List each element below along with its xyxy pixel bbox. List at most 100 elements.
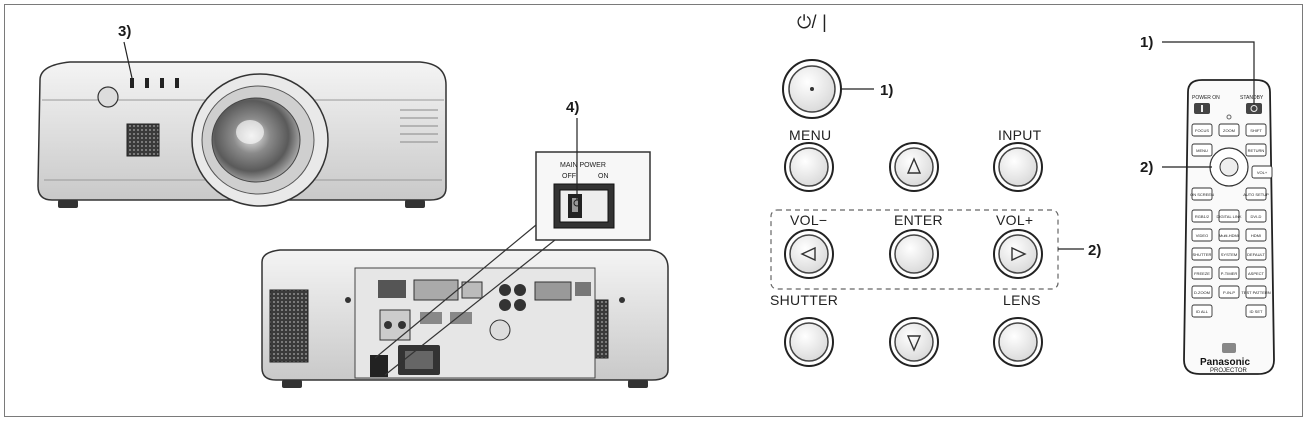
menu-label: MENU [789,127,831,143]
svg-text:SHIFT: SHIFT [1250,128,1262,133]
callout-2-remote: 2) [1140,159,1153,176]
projector-front-view [37,61,447,208]
remote-nav-pad[interactable] [1209,147,1249,187]
callout-1-remote: 1) [1140,34,1153,51]
callout-3-leader [123,41,133,79]
projector-rear-view [261,249,669,388]
callout-2-panel: 2) [1088,242,1101,259]
input-button[interactable] [993,142,1043,192]
remote-key-digital-link[interactable]: DIGITAL LINK [1216,209,1242,223]
main-power-on-label: ON [598,173,609,180]
callout-1-panel: 1) [880,82,893,99]
zoom-line-upper [374,224,537,359]
down-triangle-icon [906,335,922,352]
power-button[interactable] [782,59,842,119]
remote-key-default[interactable]: DEFAULT [1245,247,1267,261]
power-symbol-label: ⏻/ | [797,12,827,32]
callout-1-remote-leader [1162,41,1255,104]
svg-text:DEFAULT: DEFAULT [1247,252,1265,257]
svg-text:RGB1/2: RGB1/2 [1195,214,1210,219]
enter-label: ENTER [894,212,943,228]
svg-text:P-IN-P: P-IN-P [1223,290,1235,295]
remote-key-rgb1-2[interactable]: RGB1/2 [1191,209,1213,223]
svg-text:SHUTTER: SHUTTER [1193,252,1212,257]
remote-standby-label: STANDBY [1240,95,1264,101]
menu-button[interactable] [784,142,834,192]
remote-key-id-set[interactable]: ID SET [1245,304,1267,318]
svg-text:DIGITAL LINK: DIGITAL LINK [1216,214,1241,219]
remote-key-grid: FOCUS ZOOM SHIFT MENU RETURN VOL+ ON SCREEN AUT… [1190,123,1273,318]
remote-key-p-in-p[interactable]: P-IN-P [1218,285,1240,299]
vol-plus-button[interactable] [993,229,1043,279]
shutter-label: SHUTTER [770,292,838,308]
up-triangle-icon [906,157,922,174]
vol-plus-label: VOL+ [996,212,1033,228]
remote-control: POWER ON STANDBY FOCUS ZOOM SHIFT MENU RETUR… [1183,79,1275,375]
main-power-switch-inset: MAIN POWER OFF ON [535,151,651,241]
remote-key-id-all[interactable]: ID ALL [1191,304,1213,318]
svg-text:ASPECT: ASPECT [1248,271,1265,276]
remote-key-auto-setup[interactable]: AUTO SETUP [1243,187,1269,201]
callout-3: 3) [118,23,131,40]
remote-key-test-pattern[interactable]: TEST PATTERN [1241,285,1271,299]
svg-text:ON SCREEN: ON SCREEN [1190,192,1214,197]
callout-4: 4) [566,99,579,116]
remote-key-multi-hdmi[interactable]: Multi-HDMI [1218,228,1240,242]
svg-text:P-TIMER: P-TIMER [1221,271,1238,276]
right-triangle-icon [1011,246,1027,262]
main-power-title: MAIN POWER [560,162,606,169]
remote-key-return[interactable]: RETURN [1245,143,1267,157]
remote-key-system[interactable]: SYSTEM [1218,247,1240,261]
remote-key-dvi-d[interactable]: DVI-D [1245,209,1267,223]
svg-text:FOCUS: FOCUS [1195,128,1209,133]
remote-key-hdmi[interactable]: HDMI [1245,228,1267,242]
remote-key-freeze[interactable]: FREEZE [1191,266,1213,280]
remote-key-d-zoom[interactable]: D.ZOOM [1191,285,1213,299]
svg-text:VOL+: VOL+ [1257,170,1268,175]
svg-text:DVI-D: DVI-D [1251,214,1262,219]
up-arrow-button[interactable] [889,142,939,192]
lens-label: LENS [1003,292,1041,308]
vol-minus-label: VOL− [790,212,827,228]
svg-text:TEST PATTERN: TEST PATTERN [1241,290,1270,295]
remote-key-shutter[interactable]: SHUTTER [1191,247,1213,261]
svg-text:D.ZOOM: D.ZOOM [1194,290,1210,295]
vol-minus-button[interactable] [784,229,834,279]
remote-key-focus[interactable]: FOCUS [1191,123,1213,137]
svg-text:RETURN: RETURN [1248,148,1265,153]
callout-4-marker [573,199,581,207]
remote-sub-label: PROJECTOR [1210,368,1248,374]
svg-text:HDMI: HDMI [1251,233,1261,238]
remote-key-zoom[interactable]: ZOOM [1218,123,1240,137]
svg-text:FREEZE: FREEZE [1194,271,1210,276]
remote-key-menu[interactable]: MENU [1191,143,1213,157]
svg-text:Multi-HDMI: Multi-HDMI [1219,233,1239,238]
lens-button[interactable] [993,317,1043,367]
remote-key-p-timer[interactable]: P-TIMER [1218,266,1240,280]
remote-key-shift[interactable]: SHIFT [1245,123,1267,137]
remote-brand: Panasonic [1200,357,1250,368]
zoom-line-lower [384,235,561,376]
svg-text:ZOOM: ZOOM [1223,128,1235,133]
main-power-off-label: OFF [562,173,576,180]
remote-standby-button[interactable] [1246,103,1262,114]
remote-power-on-label: POWER ON [1192,95,1220,101]
svg-text:AUTO SETUP: AUTO SETUP [1243,192,1269,197]
shutter-button[interactable] [784,317,834,367]
remote-key-video[interactable]: VIDEO [1191,228,1213,242]
remote-key-vol-[interactable]: VOL+ [1251,165,1273,179]
svg-text:SYSTEM: SYSTEM [1221,252,1237,257]
down-arrow-button[interactable] [889,317,939,367]
remote-power-on-button[interactable] [1194,103,1210,114]
svg-text:MENU: MENU [1196,148,1208,153]
left-triangle-icon [800,246,816,262]
remote-key-on-screen[interactable]: ON SCREEN [1190,187,1214,201]
remote-key-aspect[interactable]: ASPECT [1245,266,1267,280]
svg-text:VIDEO: VIDEO [1196,233,1208,238]
remote-mute-button[interactable] [1222,343,1236,353]
enter-button[interactable] [889,229,939,279]
svg-text:ID SET: ID SET [1250,309,1263,314]
svg-text:ID ALL: ID ALL [1196,309,1209,314]
input-label: INPUT [998,127,1042,143]
